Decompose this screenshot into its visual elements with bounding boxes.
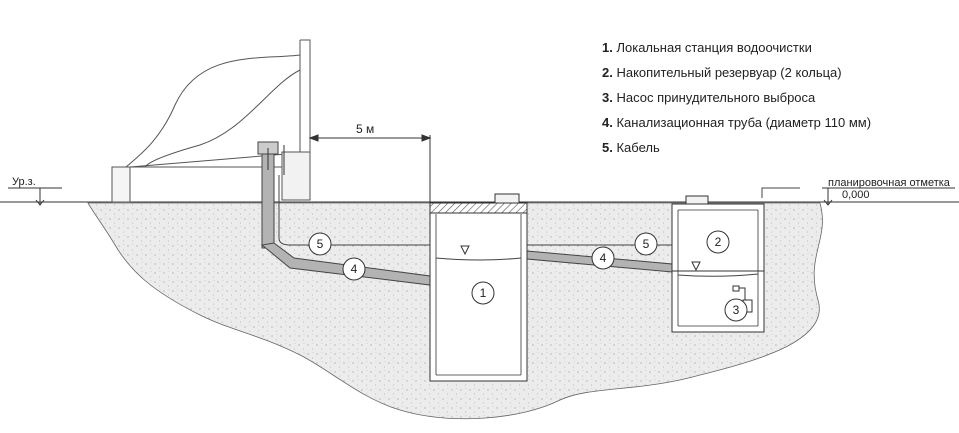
legend: 1. Локальная станция водоочистки 2. Нако…	[602, 39, 871, 164]
house	[111, 39, 311, 203]
svg-text:5: 5	[317, 237, 324, 251]
pump	[732, 285, 753, 313]
grade-mark-label: планировочная отметка	[828, 177, 951, 189]
svg-text:5: 5	[643, 237, 650, 251]
callout-5-left: 5	[308, 232, 332, 256]
reservoir	[671, 195, 765, 333]
dimension-5m	[308, 134, 432, 210]
riser-pipe	[257, 141, 285, 249]
legend-item: 2. Накопительный резервуар (2 кольца)	[602, 65, 842, 80]
legend-item: 1. Локальная станция водоочистки	[602, 40, 812, 55]
callout-3: 3	[724, 298, 748, 322]
svg-text:4: 4	[351, 262, 358, 276]
svg-text:3: 3	[733, 303, 740, 317]
legend-item: 3. Насос принудительного выброса	[602, 90, 816, 105]
legend-item: 4. Канализационная труба (диаметр 110 мм…	[602, 115, 872, 130]
svg-text:2: 2	[715, 235, 722, 249]
svg-text:1: 1	[480, 286, 487, 300]
callout-4-left: 4	[342, 257, 366, 281]
callout-5-right: 5	[634, 232, 658, 256]
svg-text:4: 4	[600, 251, 607, 265]
grade-marker	[822, 187, 955, 206]
legend-item: 5. Кабель	[602, 140, 660, 155]
ground-level-label: Ур.з.	[12, 176, 36, 188]
callout-2: 2	[706, 230, 730, 254]
distance-label: 5 м	[356, 122, 374, 136]
callout-1: 1	[471, 281, 495, 305]
ground-level-marker	[8, 187, 62, 206]
grade-value-label: 0,000	[842, 189, 870, 201]
callout-4-right: 4	[591, 246, 615, 270]
